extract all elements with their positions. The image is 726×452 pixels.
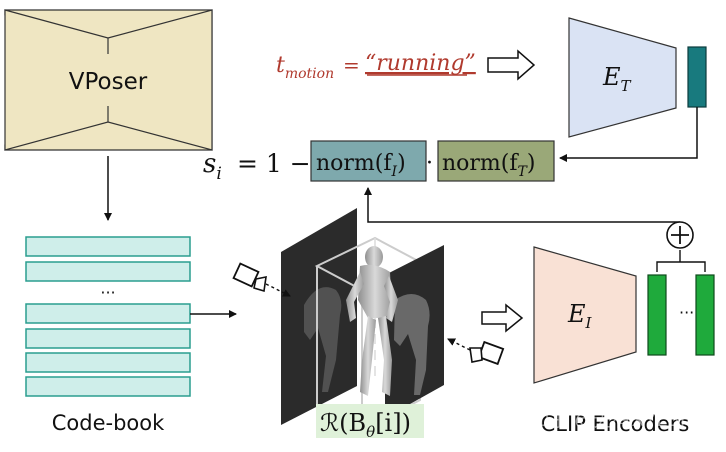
- image-feature-vector: [647, 274, 667, 356]
- norm-text-text: norm(fT): [442, 151, 535, 180]
- render-scene: [232, 208, 505, 432]
- image-encoder: EI ···: [533, 221, 715, 384]
- codebook-entry: [25, 236, 191, 257]
- camera-icon: [232, 262, 267, 293]
- norm-image-box: [310, 140, 427, 182]
- text-feature-vector: [687, 46, 707, 108]
- codebook-entry: [25, 376, 191, 397]
- text-encoder: ET: [568, 17, 707, 138]
- camera-icon: [469, 340, 505, 366]
- render-label-bg: [316, 404, 424, 438]
- codebook-ellipsis: ···: [100, 283, 115, 302]
- watermark: 知乎 @无有XYLBISE: [531, 409, 710, 431]
- norm-text-box: [437, 140, 555, 182]
- human-mesh: [346, 246, 398, 396]
- back-silhouette: [304, 287, 342, 392]
- image-encoder-shape: [533, 246, 637, 384]
- prompt-to-text-encoder-arrow: [487, 49, 536, 81]
- clip-encoders-label: CLIP Encoders: [541, 412, 690, 436]
- prompt-var: tmotion: [276, 53, 334, 82]
- codebook-block: ··· Code-book: [25, 236, 191, 435]
- formula-eq: = 1 −: [237, 149, 311, 178]
- codebook-entry: [25, 328, 191, 349]
- prompt-eq: =: [343, 53, 360, 77]
- codebook-entry: [25, 352, 191, 373]
- feature-bracket: [656, 261, 706, 272]
- render-label: ℛ(Bθ[i]): [320, 409, 411, 441]
- text-feature-to-formula-arrow: [559, 107, 698, 162]
- image-feature-vector: [695, 274, 715, 356]
- image-feature-ellipsis: ···: [679, 303, 694, 322]
- vposer-label: VPoser: [69, 69, 148, 95]
- camera-ray: [265, 283, 291, 297]
- vposer-block: VPoser: [4, 9, 213, 151]
- image-encoder-label: EI: [567, 300, 593, 332]
- render-to-image-encoder-arrow: [481, 303, 524, 333]
- formula-dot: ·: [426, 151, 433, 176]
- prompt-value: “running”: [365, 51, 476, 76]
- camera-ray: [447, 338, 471, 351]
- codebook-entry-selected: [25, 303, 191, 324]
- text-encoder-label: ET: [602, 63, 632, 95]
- similarity-formula: si = 1 − norm(fI) · norm(fT): [203, 140, 555, 184]
- text-encoder-shape: [568, 17, 677, 138]
- norm-image-text: norm(fI): [316, 151, 406, 180]
- text-prompt: tmotion = “running”: [276, 51, 476, 82]
- front-silhouette: [394, 294, 430, 395]
- codebook-label: Code-book: [52, 411, 165, 435]
- codebook-entry: [25, 261, 191, 282]
- image-feature-to-formula-arrow: [364, 187, 680, 223]
- formula-lhs: si: [203, 149, 222, 184]
